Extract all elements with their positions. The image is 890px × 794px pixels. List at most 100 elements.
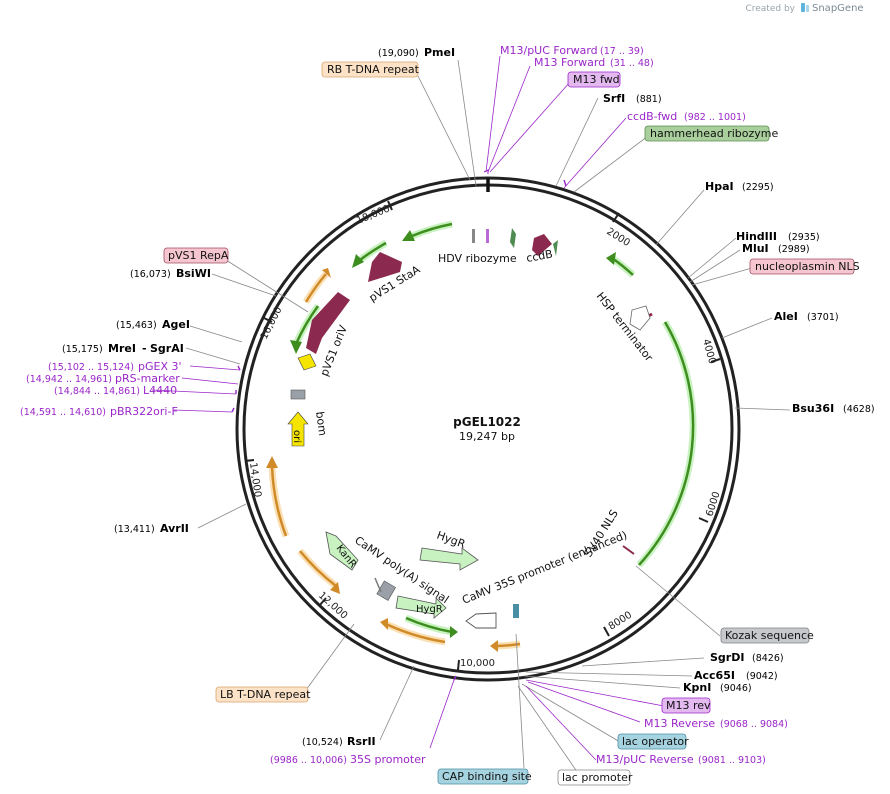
tick-marks [244, 200, 721, 671]
tick-label: 14,000 [247, 462, 263, 498]
svg-text:(9042): (9042) [746, 671, 778, 682]
enzyme-alei: AleI (3701) [774, 310, 839, 323]
feature-arcs [266, 220, 697, 652]
svg-text:(881): (881) [636, 94, 662, 105]
primer-prs-marker: (14,942 .. 14,961) pRS-marker [26, 372, 180, 385]
feature-rb-tdna-repeat: RB T-DNA repeat [321, 61, 420, 78]
plasmid-backbone [235, 176, 741, 682]
feature-lb-tdna-repeat: LB T-DNA repeat [215, 686, 311, 703]
primer-pgex-3: (15,102 .. 15,124) pGEX 3' [48, 360, 182, 373]
enzyme-srfi: SrfI (881) [603, 92, 662, 105]
svg-text:MreI: MreI [108, 342, 136, 355]
svg-text:(10,524): (10,524) [302, 737, 343, 748]
enzyme-hpai: HpaI (2295) [705, 180, 774, 193]
bom-label: bom [313, 411, 329, 437]
svg-text:M13 Forward: M13 Forward [534, 56, 605, 69]
feature-kozak-sequence: Kozak sequence [720, 627, 814, 644]
svg-text:(4628): (4628) [843, 404, 875, 415]
svg-text:Acc65I: Acc65I [694, 669, 735, 682]
svg-text:(16,073): (16,073) [130, 269, 171, 280]
svg-text:(31 .. 48): (31 .. 48) [610, 58, 654, 69]
enzyme-pmei: (19,090) PmeI [378, 46, 455, 59]
enzyme-avrii: (13,411) AvrII [114, 522, 189, 535]
maroon-features [306, 234, 653, 555]
svg-text:(14,844 .. 14,861): (14,844 .. 14,861) [54, 386, 140, 397]
svg-text:(9068 .. 9084): (9068 .. 9084) [720, 719, 788, 730]
enzyme-bsiwi: (16,073) BsiWI [130, 267, 211, 280]
boxed-feature-labels: RB T-DNA repeat M13 fwd hammerhead riboz… [163, 61, 860, 786]
svg-text:hammerhead ribozyme: hammerhead ribozyme [650, 127, 778, 140]
svg-text:SgrAI: SgrAI [150, 342, 184, 355]
tick-label: 16,000 [259, 305, 285, 341]
svg-text:pBR322ori-F: pBR322ori-F [110, 405, 178, 418]
snapgene-logo-icon [801, 3, 809, 12]
svg-text:(15,102 .. 15,124): (15,102 .. 15,124) [48, 362, 134, 373]
svg-text:L4440: L4440 [143, 384, 177, 397]
enzyme-mrei: (15,175) MreI [62, 342, 136, 355]
primer-m13-forward: M13 Forward (31 .. 48) [534, 56, 654, 69]
svg-text:RB T-DNA repeat: RB T-DNA repeat [327, 63, 420, 76]
primer-35s-promoter: (9986 .. 10,006) 35S promoter [270, 753, 426, 766]
svg-text:RsrII: RsrII [347, 735, 376, 748]
enzyme-sgrai: - SgrAI [142, 342, 184, 355]
svg-text:M13/pUC Forward: M13/pUC Forward [500, 44, 598, 57]
primer-l4440: (14,844 .. 14,861) L4440 [54, 384, 177, 397]
svg-text:M13 rev: M13 rev [666, 699, 711, 712]
svg-text:AleI: AleI [774, 310, 798, 323]
hdv-ribozyme-label: HDV ribozyme [438, 252, 517, 265]
primer-m13-puc-forward: M13/pUC Forward (17 .. 39) [500, 44, 644, 57]
svg-text:ccdB-fwd: ccdB-fwd [627, 110, 677, 123]
svg-text:(9986 .. 10,006): (9986 .. 10,006) [270, 755, 347, 766]
svg-text:BsiWI: BsiWI [176, 267, 211, 280]
svg-text:nucleoplasmin NLS: nucleoplasmin NLS [755, 260, 860, 273]
enzyme-kpni: KpnI (9046) [683, 681, 752, 694]
feature-lac-promoter: lac promoter [557, 769, 633, 786]
svg-text:(2295): (2295) [742, 182, 774, 193]
hygr-label-lower: HygR [416, 604, 443, 615]
primer-pbr322ori-f: (14,591 .. 14,610) pBR322ori-F [20, 405, 178, 418]
svg-text:pGEX 3': pGEX 3' [138, 360, 182, 373]
primer-ticks [231, 169, 567, 681]
svg-text:-: - [142, 342, 147, 355]
svg-text:Bsu36I: Bsu36I [792, 402, 834, 415]
svg-text:pRS-marker: pRS-marker [115, 372, 180, 385]
svg-text:(9081 .. 9103): (9081 .. 9103) [698, 755, 766, 766]
plasmid-length: 19,247 bp [459, 430, 515, 443]
svg-text:(13,411): (13,411) [114, 524, 155, 535]
primer-m13-puc-reverse: M13/pUC Reverse (9081 .. 9103) [596, 753, 766, 766]
svg-text:lac operator: lac operator [622, 735, 689, 748]
svg-text:CAP binding site: CAP binding site [442, 770, 532, 783]
svg-text:SrfI: SrfI [603, 92, 625, 105]
tick-label: 10,000 [460, 658, 495, 669]
enzyme-bsu36i: Bsu36I (4628) [792, 402, 875, 415]
created-by-text: Created by [745, 4, 795, 14]
svg-text:PmeI: PmeI [424, 46, 455, 59]
plasmid-name: pGEL1022 [453, 415, 521, 429]
svg-text:HindIII: HindIII [736, 230, 777, 243]
snapgene-brand-text: SnapGene [812, 3, 864, 14]
enzyme-agei: (15,463) AgeI [116, 318, 190, 331]
svg-text:M13/pUC Reverse: M13/pUC Reverse [596, 753, 694, 766]
svg-text:lac promoter: lac promoter [562, 771, 633, 784]
feature-lac-operator: lac operator [617, 733, 689, 750]
svg-text:M13 fwd: M13 fwd [573, 73, 620, 86]
feature-cap-binding-site: CAP binding site [437, 768, 532, 785]
hygr-label-upper: HygR [435, 529, 467, 551]
svg-text:(14,942 .. 14,961): (14,942 .. 14,961) [26, 374, 112, 385]
svg-text:(19,090): (19,090) [378, 48, 419, 59]
svg-text:(2989): (2989) [778, 244, 810, 255]
svg-text:HpaI: HpaI [705, 180, 734, 193]
svg-text:(9046): (9046) [720, 683, 752, 694]
enzyme-acc65i: Acc65I (9042) [694, 669, 778, 682]
primer-labels: M13/pUC Forward (17 .. 39) M13 Forward (… [20, 44, 788, 766]
primer-m13-reverse: M13 Reverse (9068 .. 9084) [644, 717, 788, 730]
enzyme-hindiii: HindIII (2935) [736, 230, 820, 243]
feature-m13-rev: M13 rev [661, 697, 711, 714]
svg-text:(2935): (2935) [788, 232, 820, 243]
svg-text:(8426): (8426) [752, 653, 784, 664]
svg-text:MluI: MluI [742, 242, 769, 255]
primer-ccdb-fwd: ccdB-fwd (982 .. 1001) [627, 110, 746, 123]
hsp-terminator-label: HSP terminator [594, 290, 656, 364]
svg-text:(15,463): (15,463) [116, 320, 157, 331]
